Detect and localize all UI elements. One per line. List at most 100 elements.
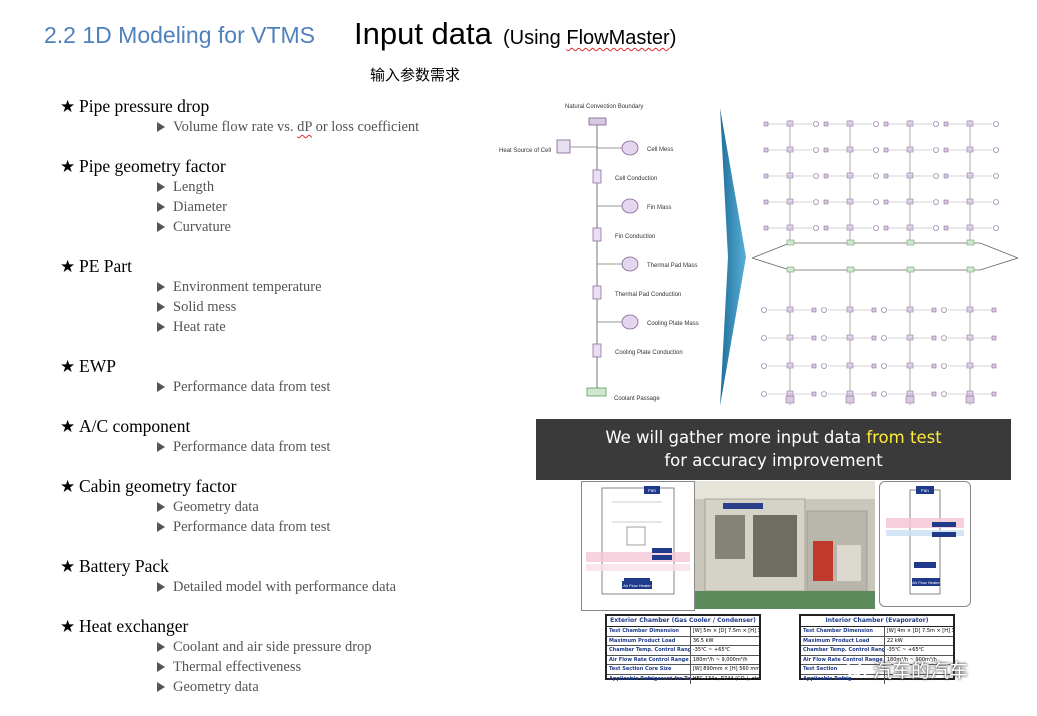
system-network-diagram (751, 120, 1019, 405)
network-component (966, 146, 974, 153)
airflow-label: Air Flow Heater (623, 583, 651, 588)
interior-chamber-drawing: Fan Air Flow Heater (879, 481, 971, 607)
airflow-label-box (622, 581, 652, 589)
tool-name: FlowMaster (566, 27, 670, 49)
network-node-label: Fin Mass (647, 205, 671, 211)
section-title: 2.2 1D Modeling for VTMS (44, 22, 316, 48)
mass-node (621, 198, 639, 214)
fan-label: Fan (648, 488, 656, 493)
outline-subitem-text: Performance data from test (173, 439, 331, 455)
network-component (846, 224, 854, 231)
conduction-node (592, 227, 602, 242)
network-component (906, 390, 914, 397)
network-component (763, 121, 769, 127)
outline-heading-text: PE Part (79, 256, 132, 276)
table-row: Applicable Refrig (801, 674, 953, 684)
network-component (811, 307, 817, 313)
network-component (906, 146, 914, 153)
outline-subitem: Coolant and air side pressure drop (60, 637, 372, 657)
network-mass (993, 199, 999, 205)
star-icon: ★ (60, 96, 76, 116)
network-component (786, 172, 794, 179)
network-mass (993, 121, 999, 127)
outline-subitem-text: Heat rate (173, 319, 226, 335)
chamber-schematic: Fan Air Flow Heater (586, 486, 690, 595)
outline-heading-text: A/C component (79, 416, 191, 436)
network-component (883, 225, 889, 231)
network-component (966, 306, 974, 313)
network-component (931, 391, 937, 397)
network-node-label: Fin Conduction (615, 234, 655, 240)
network-component (763, 173, 769, 179)
table-cell-value: HFC-134a, R744 (CO₂), etc. (692, 675, 759, 682)
network-component (845, 395, 855, 404)
network-mass (933, 173, 939, 179)
triangle-bullet-icon (157, 582, 165, 592)
network-mass (941, 363, 947, 369)
network-component (823, 147, 829, 153)
network-mass (761, 363, 767, 369)
test-chamber-photo (695, 481, 875, 609)
network-component (906, 306, 914, 313)
table-cell-value: 22 kW (886, 637, 903, 644)
network-mass (881, 335, 887, 341)
network-component (906, 362, 914, 369)
network-component (883, 199, 889, 205)
table-cell-label: Air Flow Rate Control Range (801, 655, 885, 665)
network-node-label: Cell Conduction (615, 176, 657, 182)
star-icon: ★ (60, 156, 76, 176)
network-component (846, 306, 854, 313)
network-mass (941, 335, 947, 341)
outline-subitem-text: Environment temperature (173, 279, 322, 295)
outline-heading-text: EWP (79, 356, 116, 376)
network-mass (933, 199, 939, 205)
outline-subitem-text: Geometry data (173, 679, 259, 695)
network-component (811, 391, 817, 397)
network-component (906, 224, 914, 231)
network-mass (761, 391, 767, 397)
boundary-node (588, 117, 607, 126)
outline-heading: ★A/C component (60, 416, 330, 437)
network-mass (933, 121, 939, 127)
network-node-label: Cell Mess (647, 147, 673, 153)
network-component (943, 173, 949, 179)
exterior-chamber-drawing: Fan Air Flow Heater (581, 481, 695, 611)
network-component (811, 335, 817, 341)
outline-subitem: Geometry data (60, 677, 372, 697)
network-component (943, 225, 949, 231)
table-cell-label: Air Flow Rate Control Range (607, 655, 691, 665)
outline-subitem: Volume flow rate vs. dP or loss coeffici… (60, 117, 419, 137)
network-component (763, 225, 769, 231)
flow-arrow (720, 108, 746, 406)
network-component (883, 147, 889, 153)
triangle-bullet-icon (157, 122, 165, 132)
table-title: Interior Chamber (Evaporator) (801, 616, 953, 627)
outline-heading: ★Heat exchanger (60, 616, 372, 637)
network-mass (873, 147, 879, 153)
outline-heading: ★Battery Pack (60, 556, 396, 577)
outline-subitem-text: Curvature (173, 219, 231, 235)
network-node-label: Thermal Pad Mass (647, 263, 697, 269)
outline-heading-text: Battery Pack (79, 556, 169, 576)
network-mass (813, 199, 819, 205)
outline-subitem: Curvature (60, 217, 231, 237)
network-component (846, 390, 854, 397)
triangle-bullet-icon (157, 642, 165, 652)
system-network-branches (751, 120, 1019, 405)
star-icon: ★ (60, 556, 76, 576)
triangle-bullet-icon (157, 502, 165, 512)
network-component (871, 391, 877, 397)
watermark-text: 汽车的汽车 (873, 660, 969, 682)
outline-subitem: Thermal effectiveness (60, 657, 372, 677)
outline-heading: ★Pipe pressure drop (60, 96, 419, 117)
diagram-top-label: Natural Convection Boundary (565, 104, 643, 110)
network-component (763, 147, 769, 153)
network-component (786, 224, 794, 231)
outline-subitem-text: Performance data from test (173, 379, 331, 395)
network-mass (821, 307, 827, 313)
network-component (906, 198, 914, 205)
outline-subitem-text: Geometry data (173, 499, 259, 515)
